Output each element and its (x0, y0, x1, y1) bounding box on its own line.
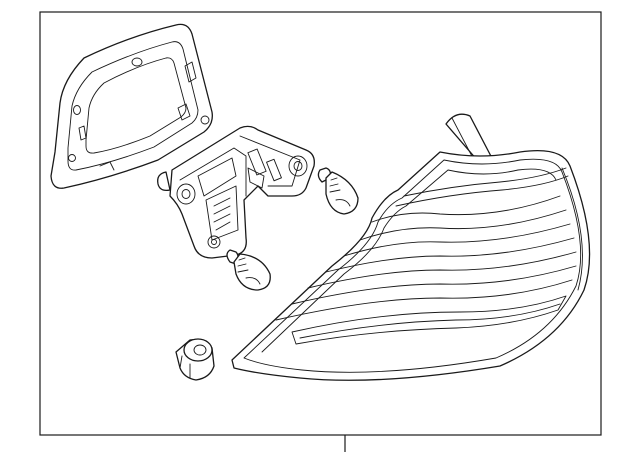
tail-lamp-assembly (231, 113, 591, 381)
mounting-nut (175, 338, 215, 381)
bulb-upper (317, 167, 359, 215)
bulb-lower (226, 249, 271, 291)
diagram-frame (39, 11, 602, 436)
bulb-socket-carrier (157, 125, 315, 259)
housing-gasket (50, 23, 213, 189)
